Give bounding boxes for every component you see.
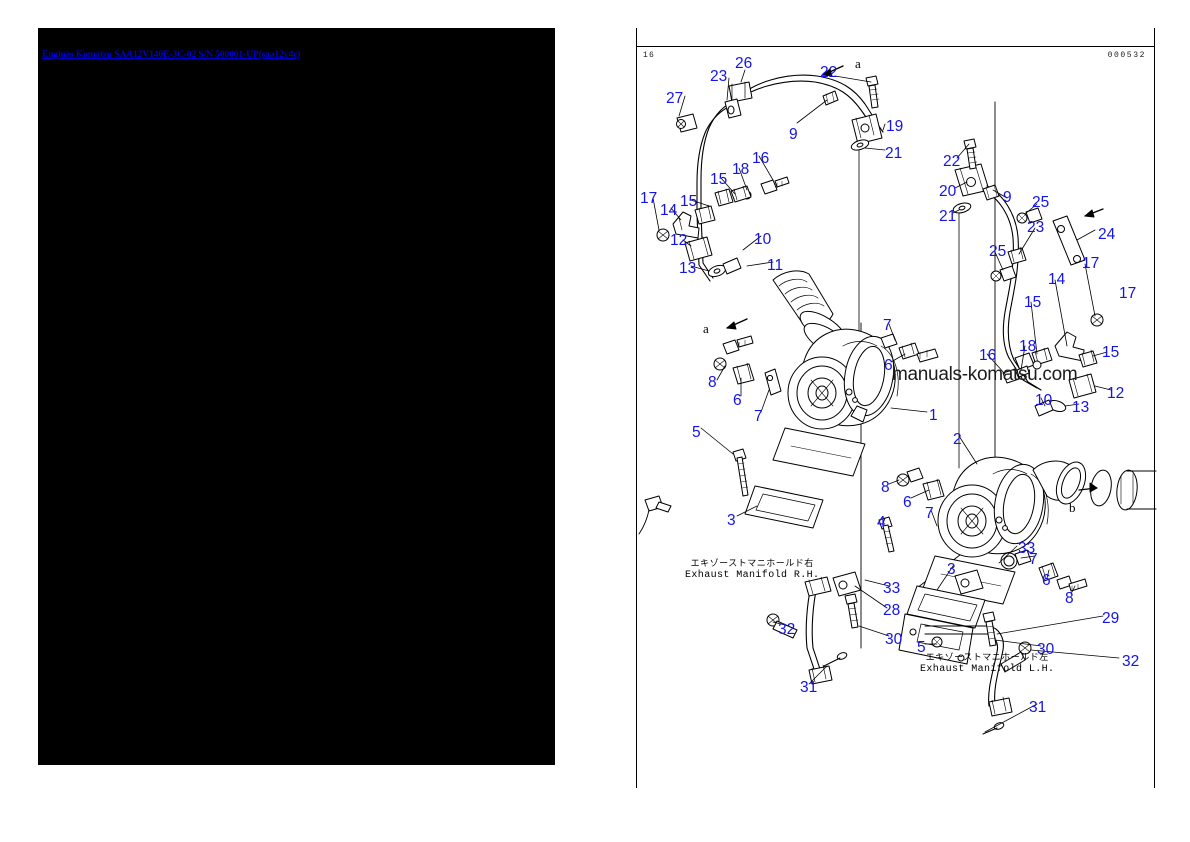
part-callout-15[interactable]: 15 bbox=[1024, 294, 1042, 311]
part-callout-31[interactable]: 31 bbox=[1029, 699, 1047, 716]
part-callout-3[interactable]: 3 bbox=[727, 512, 736, 529]
part-callout-4[interactable]: 4 bbox=[877, 514, 886, 531]
part-callout-9[interactable]: 9 bbox=[789, 126, 798, 143]
exploded-parts-drawing bbox=[638, 65, 1157, 735]
part-callout-8[interactable]: 8 bbox=[881, 479, 890, 496]
part-callout-31[interactable]: 31 bbox=[800, 679, 818, 696]
part-callout-24[interactable]: 24 bbox=[1098, 226, 1116, 243]
part-callout-11[interactable]: 11 bbox=[767, 257, 784, 274]
part-callout-27[interactable]: 27 bbox=[666, 90, 684, 107]
part-callout-18[interactable]: 18 bbox=[732, 161, 750, 178]
catalog-title-link[interactable]: Engines Komatsu SAA12V140E-3C-02 S/N 500… bbox=[42, 50, 301, 60]
part-callout-33[interactable]: 33 bbox=[1018, 540, 1036, 557]
part-callout-29[interactable]: 29 bbox=[1102, 610, 1120, 627]
part-callout-22[interactable]: 22 bbox=[943, 153, 961, 170]
part-callout-21[interactable]: 21 bbox=[885, 145, 903, 162]
part-callout-12[interactable]: 12 bbox=[1107, 385, 1125, 402]
part-callout-15[interactable]: 15 bbox=[1102, 344, 1120, 361]
parts-diagram-plate: 16 000532 bbox=[636, 28, 1157, 788]
part-callout-6[interactable]: 6 bbox=[1042, 572, 1051, 589]
part-callout-13[interactable]: 13 bbox=[679, 260, 697, 277]
part-callout-12[interactable]: 12 bbox=[670, 232, 688, 249]
part-callout-7[interactable]: 7 bbox=[925, 505, 934, 522]
part-callout-1[interactable]: 1 bbox=[929, 407, 938, 424]
part-callout-7[interactable]: 7 bbox=[883, 317, 892, 334]
plate-top-rule bbox=[637, 46, 1154, 48]
part-callout-23[interactable]: 23 bbox=[1027, 219, 1045, 236]
part-callout-3[interactable]: 3 bbox=[947, 561, 956, 578]
part-callout-7[interactable]: 7 bbox=[1029, 551, 1038, 568]
part-callout-13[interactable]: 13 bbox=[1072, 399, 1090, 416]
part-callout-7[interactable]: 7 bbox=[754, 408, 763, 425]
part-callout-32[interactable]: 32 bbox=[778, 621, 796, 638]
part-callout-25[interactable]: 25 bbox=[989, 243, 1007, 260]
part-callout-8[interactable]: 8 bbox=[1065, 590, 1074, 607]
part-callout-9[interactable]: 9 bbox=[1003, 189, 1012, 206]
part-callout-14[interactable]: 14 bbox=[1048, 271, 1066, 288]
part-callout-33[interactable]: 33 bbox=[883, 580, 901, 597]
part-callout-15[interactable]: 15 bbox=[710, 171, 728, 188]
part-callout-19[interactable]: 19 bbox=[886, 118, 904, 135]
part-callout-30[interactable]: 30 bbox=[885, 631, 903, 648]
part-callout-18[interactable]: 18 bbox=[1019, 338, 1037, 355]
part-callout-15[interactable]: 15 bbox=[680, 193, 698, 210]
part-callout-6[interactable]: 6 bbox=[733, 392, 742, 409]
part-callout-6[interactable]: 6 bbox=[884, 357, 893, 374]
plate-code: 000532 bbox=[1107, 51, 1146, 60]
section-label-en: Exhaust Manifold R.H. bbox=[685, 570, 820, 582]
part-callout-17[interactable]: 17 bbox=[640, 190, 658, 207]
view-letter-b-right: b bbox=[1069, 500, 1076, 515]
part-callout-17[interactable]: 17 bbox=[1119, 285, 1137, 302]
viewer-content-panel: Engines Komatsu SAA12V140E-3C-02 S/N 500… bbox=[38, 28, 555, 765]
part-callout-14[interactable]: 14 bbox=[660, 202, 678, 219]
section-label-jp: エキゾーストマニホールド右 bbox=[690, 559, 814, 569]
part-callout-20[interactable]: 20 bbox=[939, 183, 957, 200]
plate-inner: 16 000532 bbox=[637, 28, 1157, 788]
part-callout-30[interactable]: 30 bbox=[1037, 641, 1055, 658]
part-callout-23[interactable]: 23 bbox=[710, 68, 728, 85]
part-callout-10[interactable]: 10 bbox=[754, 231, 772, 248]
part-callout-32[interactable]: 32 bbox=[1122, 653, 1140, 670]
part-callout-5[interactable]: 5 bbox=[692, 424, 701, 441]
part-callout-16[interactable]: 16 bbox=[979, 347, 997, 364]
part-callout-26[interactable]: 26 bbox=[735, 55, 753, 72]
part-callout-2[interactable]: 2 bbox=[953, 431, 962, 448]
view-letter-a-left: a bbox=[703, 321, 709, 336]
part-callout-6[interactable]: 6 bbox=[903, 494, 912, 511]
section-label-jp: エキゾーストマニホールド左 bbox=[925, 653, 1049, 663]
part-callout-5[interactable]: 5 bbox=[917, 639, 926, 656]
part-callout-28[interactable]: 28 bbox=[883, 602, 901, 619]
part-callout-16[interactable]: 16 bbox=[752, 150, 770, 167]
part-callout-10[interactable]: 10 bbox=[1035, 392, 1053, 409]
part-callout-21[interactable]: 21 bbox=[939, 208, 957, 225]
part-callout-8[interactable]: 8 bbox=[708, 374, 717, 391]
view-letter-a-top: a bbox=[855, 56, 861, 71]
part-callout-25[interactable]: 25 bbox=[1032, 194, 1050, 211]
part-callout-17[interactable]: 17 bbox=[1082, 255, 1100, 272]
section-label-en: Exhaust Manifold L.H. bbox=[920, 664, 1055, 676]
plate-page-number: 16 bbox=[643, 51, 656, 60]
part-callout-22[interactable]: 22 bbox=[820, 64, 838, 81]
